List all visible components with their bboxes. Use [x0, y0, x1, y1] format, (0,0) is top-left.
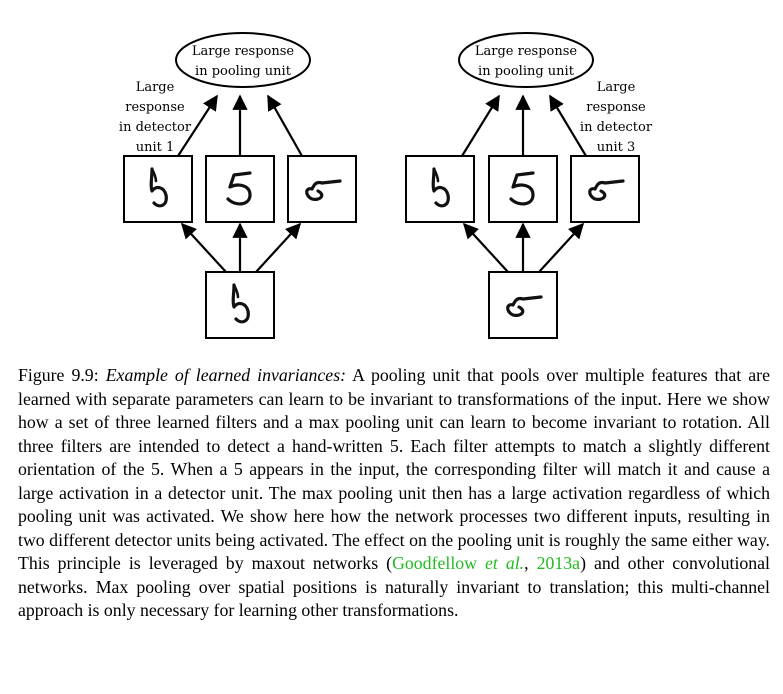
detector-box-left-3 [287, 155, 357, 223]
citation-author: Goodfellow [392, 553, 486, 573]
citation-separator: , [524, 553, 537, 573]
detector-label-1-line1: Large [136, 80, 175, 95]
caption-body-end: ) and other convolutional networks. Max … [18, 553, 770, 620]
left-diagram: Large response in pooling unit Large res… [119, 32, 357, 339]
pooling-unit-right [458, 32, 594, 88]
pool-label-right-1: Large response [475, 44, 578, 59]
detector-label-1-line3: in detector [119, 120, 192, 135]
citation-etal: et al. [485, 553, 525, 573]
caption-number: Figure 9.9: [18, 365, 99, 385]
input-box-right [488, 271, 558, 339]
citation-link[interactable]: Goodfellow et al. [392, 553, 524, 573]
pool-label-left-1: Large response [192, 44, 295, 59]
detector-label-3-line2: response [586, 100, 646, 115]
caption-body: A pooling unit that pools over multiple … [18, 365, 770, 573]
detector-box-right-2 [488, 155, 558, 223]
figure-caption: Figure 9.9: Example of learned invarianc… [18, 364, 770, 623]
detector-box-right-3 [570, 155, 640, 223]
right-diagram: Large response in pooling unit Large res… [405, 32, 653, 339]
detector-label-1-line2: response [125, 100, 185, 115]
detector-box-left-2 [205, 155, 275, 223]
caption-title: Example of learned invariances: [105, 365, 347, 385]
detector-label-1-line4: unit 1 [136, 140, 175, 155]
pool-label-right-2: in pooling unit [478, 64, 575, 79]
invariance-diagram: Large response in pooling unit Large res… [119, 32, 653, 339]
pool-label-left-2: in pooling unit [195, 64, 292, 79]
citation-year-link[interactable]: 2013a [536, 553, 581, 573]
detector-label-3-line4: unit 3 [597, 140, 636, 155]
pooling-unit-left [175, 32, 311, 88]
detector-label-3-line1: Large [597, 80, 636, 95]
detector-label-3-line3: in detector [580, 120, 653, 135]
